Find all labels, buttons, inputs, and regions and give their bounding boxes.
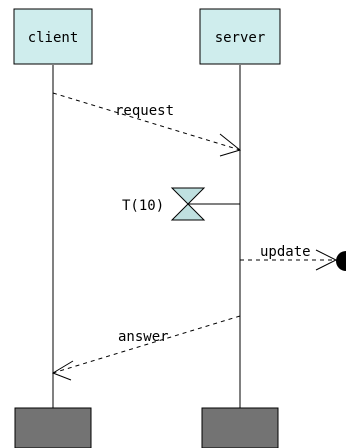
participant-client: client [13,8,93,65]
answer-line [52,315,241,374]
answer-label: answer [118,329,169,345]
participant-server-box [199,8,281,65]
update-label: update [260,244,311,260]
message-request: request [52,92,242,157]
update-endpoint-dot [336,251,346,271]
participant-client-box [13,8,93,65]
update-arrowhead [315,249,338,271]
timer-label: T(10) [122,198,164,214]
participant-server-label: server [215,30,266,46]
request-label: request [115,103,174,119]
participant-server: server [199,8,281,65]
timer: T(10) [122,187,240,221]
message-update: update [240,244,346,271]
server-terminator [201,407,279,448]
client-terminator [14,407,92,448]
message-answer: answer [51,315,241,381]
request-line [52,92,241,151]
request-arrowhead [219,133,242,157]
participant-client-label: client [28,30,79,46]
answer-arrowhead [51,360,74,381]
hourglass-icon [170,187,206,221]
